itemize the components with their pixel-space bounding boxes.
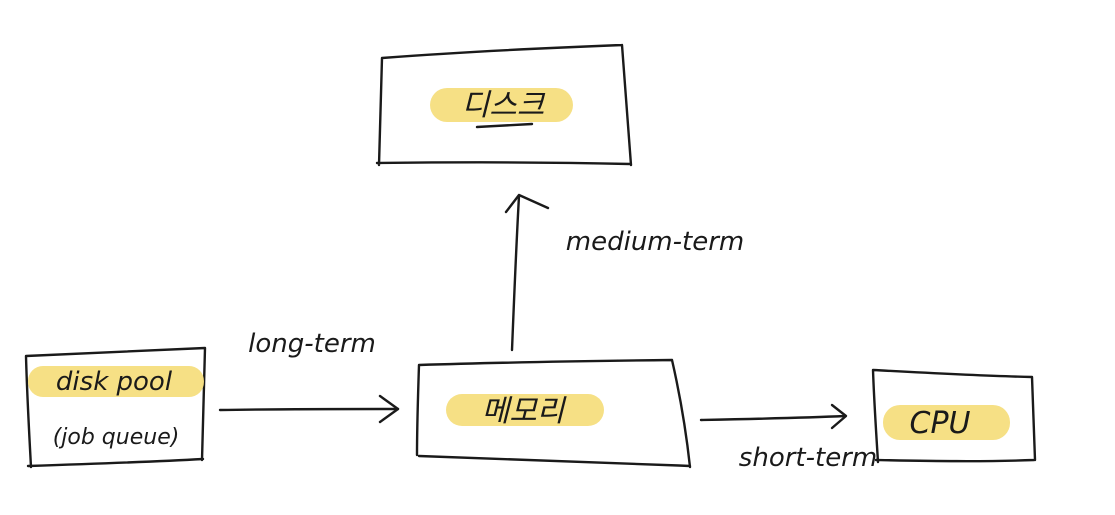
long-term-arrow-head (378, 394, 400, 424)
disk-pool-sublabel: (job queue) (53, 425, 180, 450)
memory-highlight (446, 394, 604, 426)
disk-pool-label: disk pool (56, 367, 173, 397)
long-term-label: long-term (248, 329, 376, 359)
long-term-arrow-line (218, 407, 400, 412)
long-term-edge: long-term (218, 329, 400, 424)
medium-term-arrow-line (510, 194, 521, 352)
memory-node[interactable]: 메모리 (415, 358, 692, 469)
disk-label: 디스크 (462, 88, 546, 123)
short-term-arrow-head (830, 403, 848, 430)
disk-pool-node[interactable]: disk pool (job queue) (24, 346, 207, 469)
disk-underline (475, 122, 534, 129)
disk-pool-highlight (28, 366, 204, 397)
cpu-node[interactable]: CPU (871, 368, 1037, 464)
medium-term-arrow-head (504, 193, 550, 214)
disk-pool-box (24, 346, 207, 469)
disk-node[interactable]: 디스크 (375, 43, 633, 167)
memory-box (415, 358, 692, 469)
cpu-label: CPU (910, 406, 971, 441)
short-term-arrow-line (699, 414, 847, 422)
cpu-highlight (883, 405, 1010, 440)
memory-label: 메모리 (482, 394, 567, 429)
medium-term-label: medium-term (566, 227, 744, 257)
short-term-label: short-term (739, 443, 877, 473)
cpu-box (871, 368, 1037, 464)
short-term-edge: short-term (699, 403, 877, 473)
disk-highlight (430, 88, 573, 122)
medium-term-edge: medium-term (504, 193, 744, 352)
disk-box (375, 43, 633, 167)
